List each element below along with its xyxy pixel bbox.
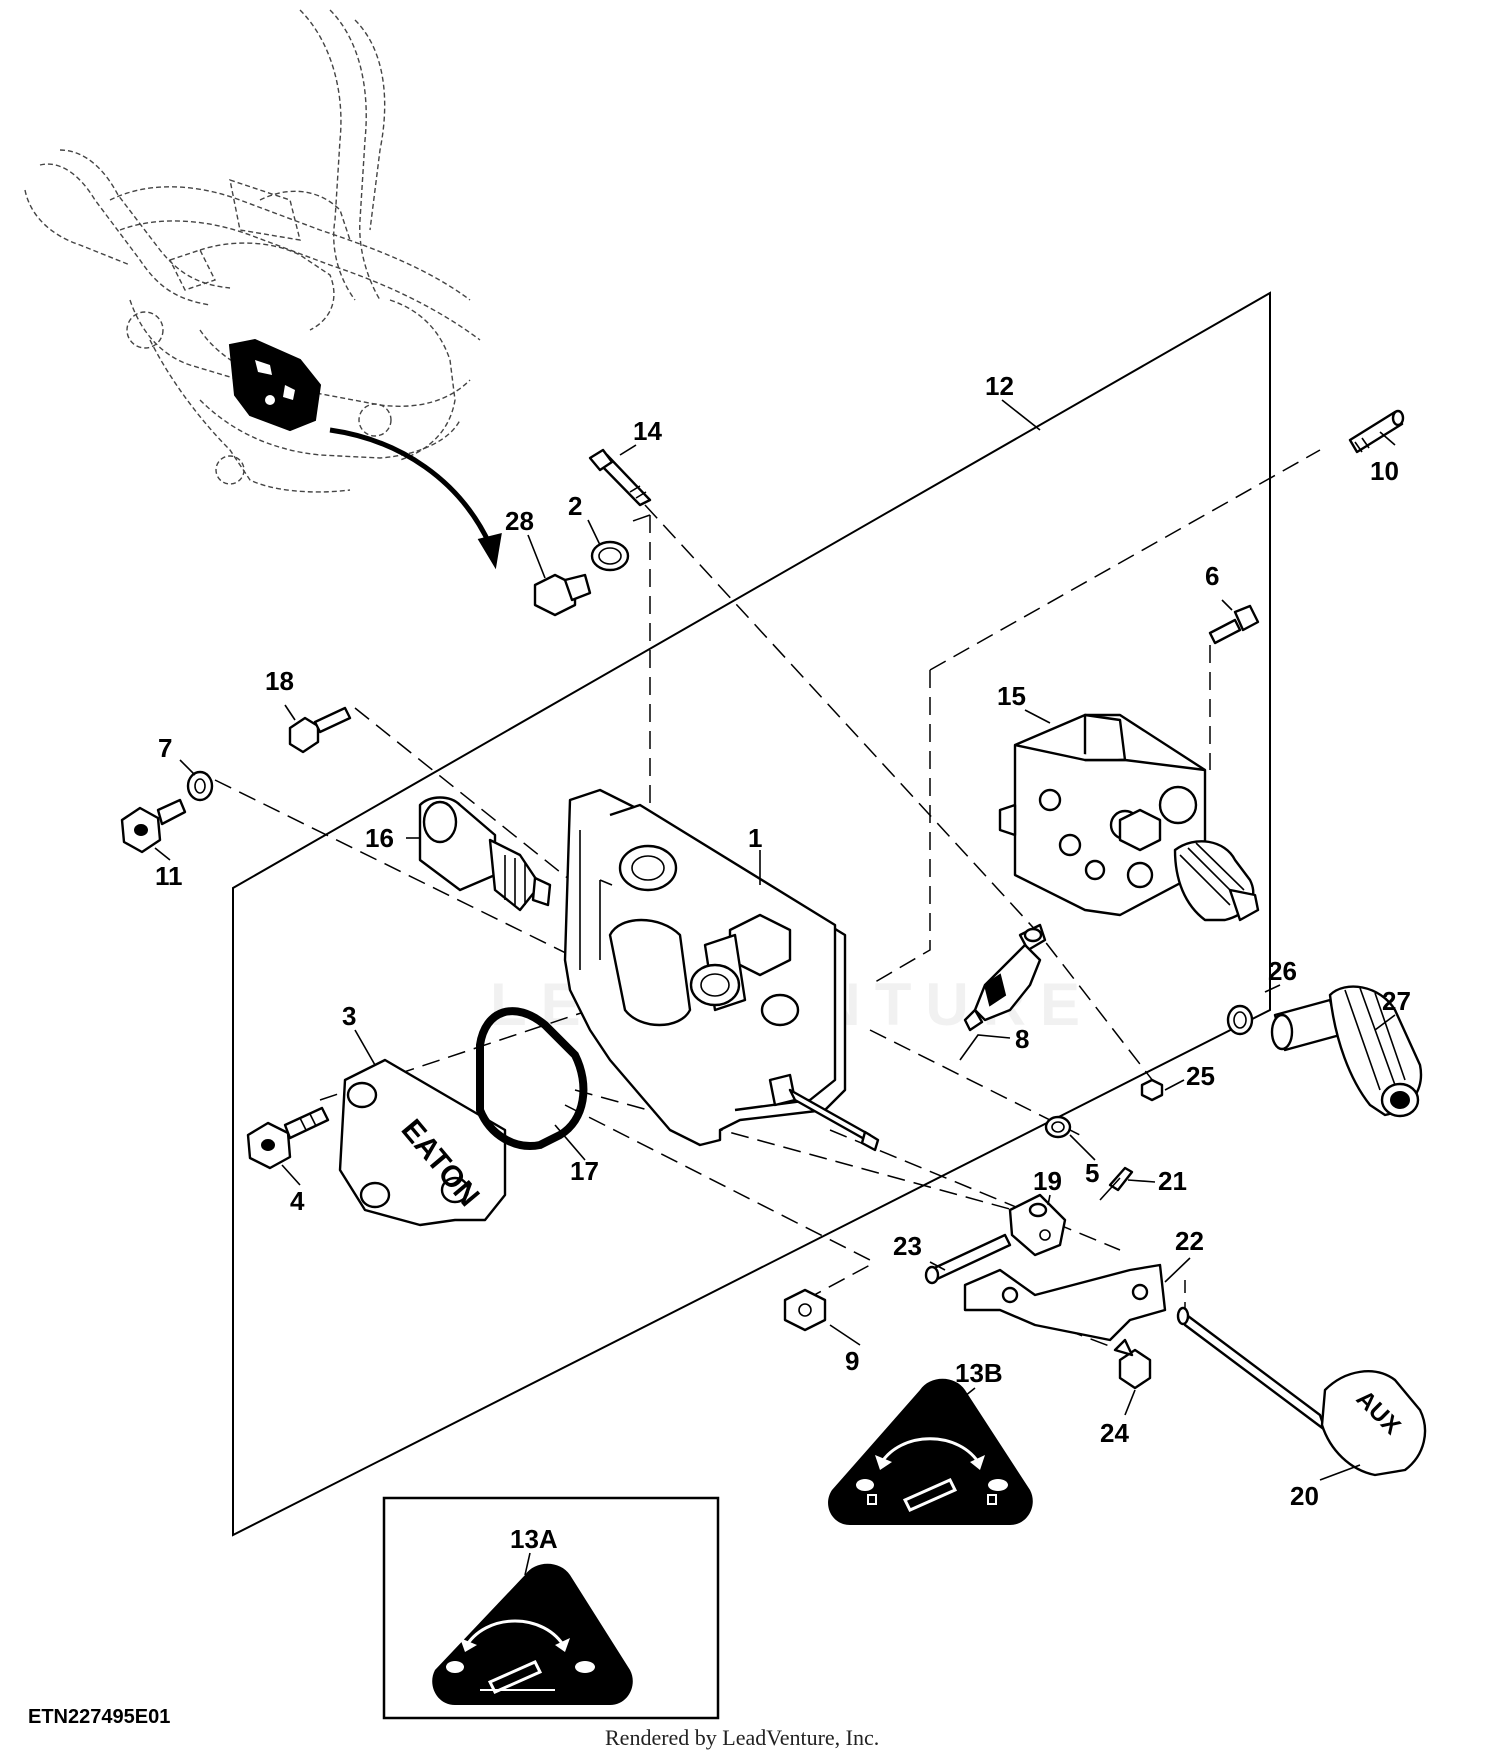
part-22-bracket [963, 1263, 1167, 1342]
callout-1: 1 [748, 823, 762, 853]
callout-21: 21 [1158, 1166, 1187, 1196]
callout-12: 12 [985, 371, 1014, 401]
callouts: 12 14 2 28 10 6 15 18 7 11 16 1 8 26 27 … [155, 371, 1411, 1554]
part-19-clevis [1008, 1193, 1067, 1257]
render-credit: Rendered by LeadVenture, Inc. [605, 1725, 879, 1750]
part-27-fitting [1270, 985, 1423, 1118]
callout-16: 16 [365, 823, 394, 853]
callout-10: 10 [1370, 456, 1399, 486]
callout-2: 2 [568, 491, 582, 521]
location-arrow-icon [329, 427, 502, 570]
callout-26: 26 [1268, 956, 1297, 986]
decal-13A-inset [382, 1496, 720, 1720]
callout-7: 7 [158, 733, 172, 763]
callout-4: 4 [290, 1186, 305, 1216]
part-7-washer [186, 770, 214, 802]
part-3-end-cover: EATON [338, 1058, 507, 1227]
part-16-relief-valve [418, 796, 552, 912]
figure-id: ETN227495E01 [28, 1706, 170, 1728]
callout-13A: 13A [510, 1524, 558, 1554]
callout-8: 8 [1015, 1024, 1029, 1054]
part-9-flange-nut [783, 1288, 827, 1332]
part-5-o-ring [1044, 1115, 1072, 1139]
part-18-flange-bolt [288, 706, 352, 754]
part-17-gasket [476, 1007, 588, 1150]
part-21-cotter-pin [1099, 1166, 1134, 1201]
rabbit-turtle-speed-decal-icon [446, 1619, 595, 1694]
callout-14: 14 [633, 416, 662, 446]
part-15-valve-section [998, 713, 1260, 922]
callout-11: 11 [155, 861, 183, 891]
callout-5: 5 [1085, 1158, 1099, 1188]
callout-15: 15 [997, 681, 1026, 711]
part-4-cap-screw [246, 1106, 330, 1170]
part-11-socket-screw [120, 798, 187, 854]
part-10-pin [1348, 409, 1405, 454]
part-24-flange-bolt [1113, 1338, 1152, 1390]
leader-lines [154, 399, 1396, 1576]
callout-25: 25 [1186, 1061, 1215, 1091]
callout-13B: 13B [955, 1358, 1003, 1388]
valve-location-icon [228, 338, 322, 432]
part-25-nut [1140, 1078, 1164, 1102]
part-20-aux-knob: AUX [1176, 1306, 1427, 1477]
part-6-cap-screw [1208, 604, 1260, 645]
callout-9: 9 [845, 1346, 859, 1376]
callout-22: 22 [1175, 1226, 1204, 1256]
part-1-valve-body [563, 788, 880, 1152]
valve-kit-boundary [232, 291, 1271, 1537]
callout-17: 17 [570, 1156, 599, 1186]
callout-18: 18 [265, 666, 294, 696]
callout-3: 3 [342, 1001, 356, 1031]
callout-20: 20 [1290, 1481, 1319, 1511]
decal-13B [828, 1378, 1033, 1525]
part-23-clevis-pin [924, 1233, 1012, 1285]
part-14-bolt [588, 448, 652, 507]
part-26-o-ring [1226, 1004, 1254, 1036]
callout-28: 28 [505, 506, 534, 536]
callout-19: 19 [1033, 1166, 1062, 1196]
callout-27: 27 [1382, 986, 1411, 1016]
hitch-assembly-ghost-icon [24, 9, 481, 493]
part-8-check-valve [963, 923, 1047, 1032]
callout-23: 23 [893, 1231, 922, 1261]
rabbit-turtle-speed-decal-icon [856, 1437, 1008, 1512]
callout-24: 24 [1100, 1418, 1129, 1448]
callout-6: 6 [1205, 561, 1219, 591]
part-28-plug [533, 573, 592, 617]
part-2-o-ring [590, 540, 630, 572]
